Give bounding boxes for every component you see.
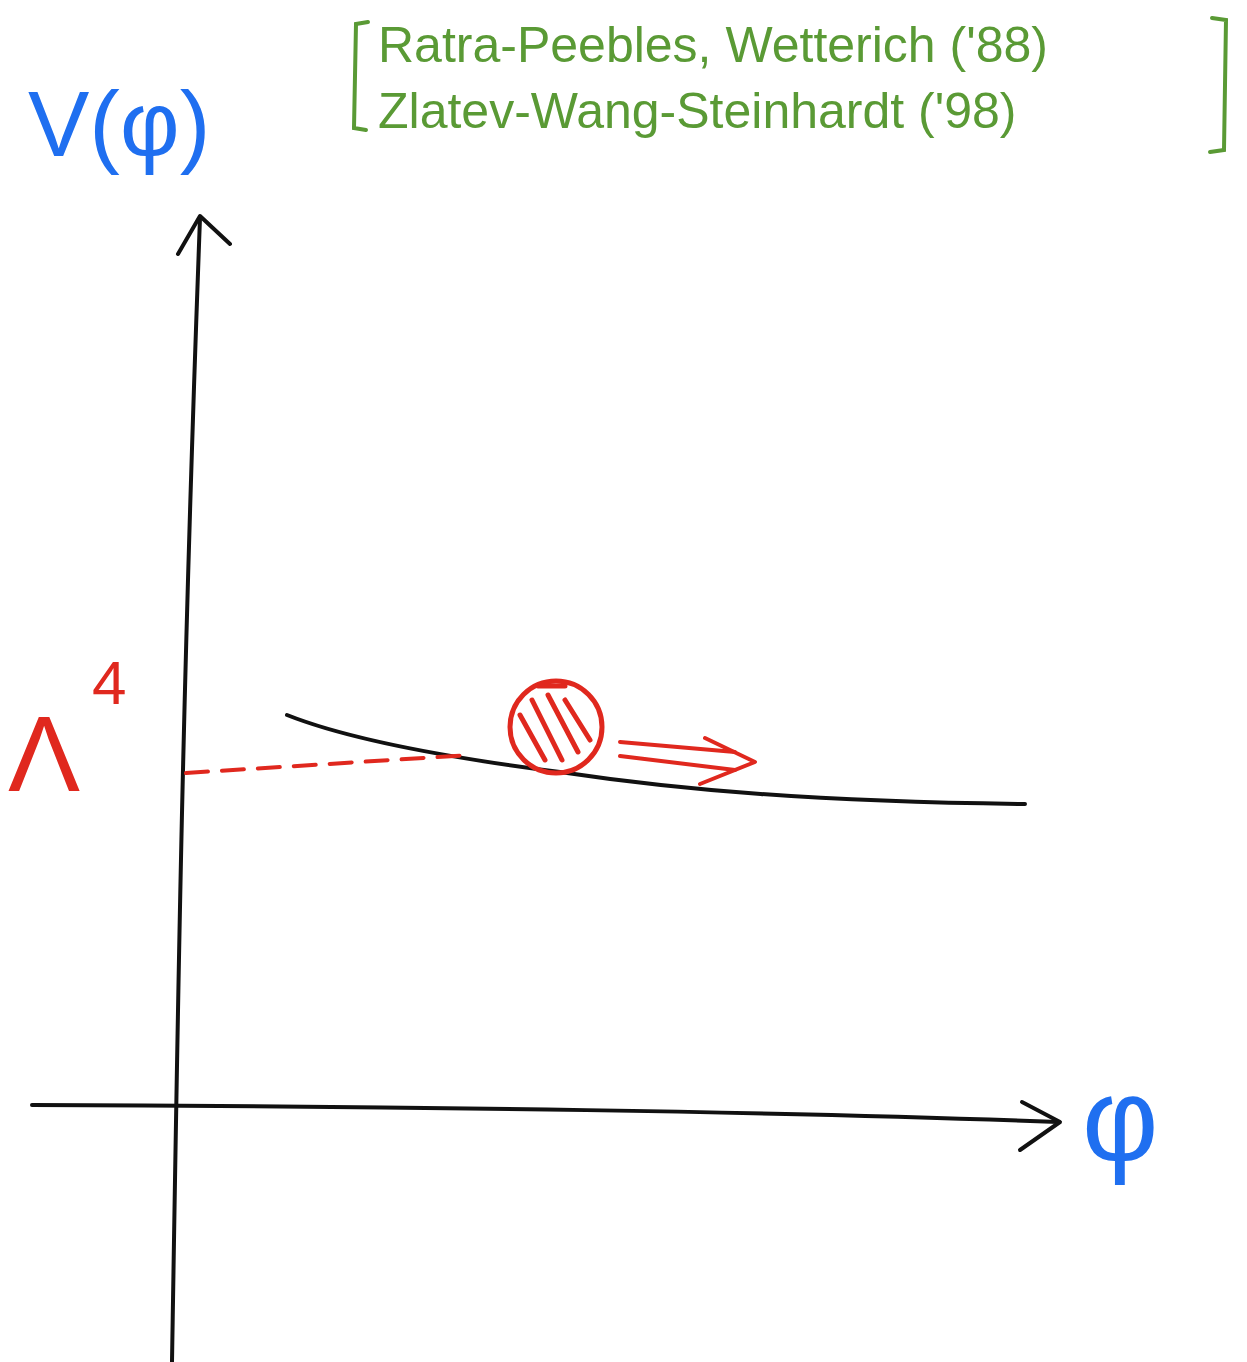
motion-arrowhead <box>700 738 755 784</box>
axis-label: φ <box>1082 1060 1159 1178</box>
hatch-line <box>565 700 590 740</box>
hatch-line <box>548 695 578 752</box>
x-axis <box>32 1105 1058 1122</box>
motion-arrow-line <box>620 756 735 770</box>
y-axis-arrowhead <box>178 216 230 254</box>
ball-hatching <box>520 686 590 760</box>
reference-note: Zlatev-Wang-Steinhardt ('98) <box>378 86 1017 136</box>
exponent-label: 4 <box>92 652 126 714</box>
potential-curve <box>287 715 1025 804</box>
asymptote-dashed-line <box>186 755 470 773</box>
right-bracket <box>1210 18 1226 152</box>
x-axis-arrowhead <box>1020 1102 1060 1150</box>
lambda-symbol: Λ <box>8 700 80 808</box>
rolling-ball <box>510 681 602 773</box>
axis-title: V(φ) <box>28 78 210 170</box>
y-axis <box>172 218 200 1362</box>
hatch-line <box>538 684 565 689</box>
left-bracket <box>354 22 368 130</box>
reference-note: Ratra-Peebles, Wetterich ('88) <box>378 20 1048 70</box>
